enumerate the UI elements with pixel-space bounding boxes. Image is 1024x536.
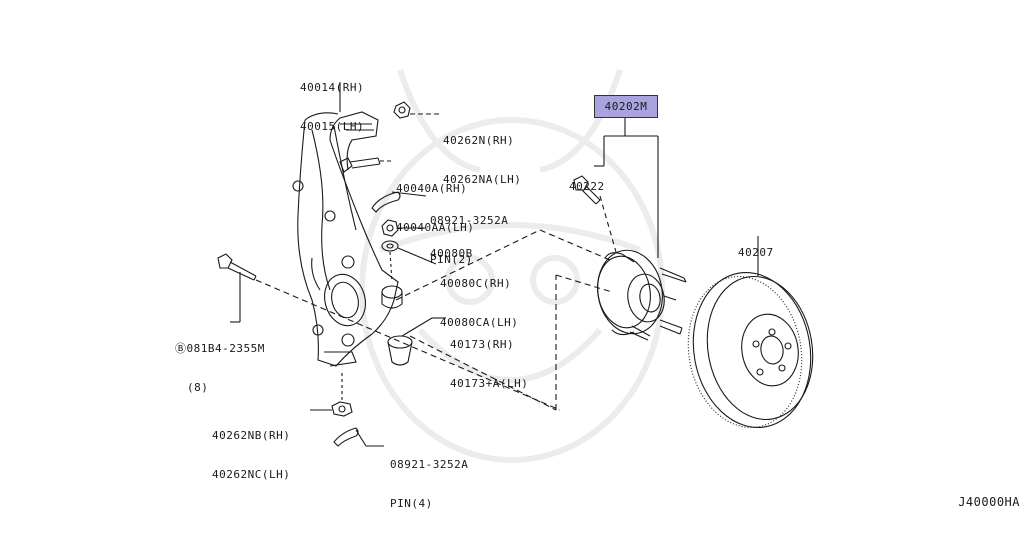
hub-bolt <box>573 175 601 205</box>
upper-nut <box>393 101 411 119</box>
callout-bushing-line2: 40173+A(LH) <box>450 377 529 390</box>
parts-diagram: 40014(RH) 40015(LH) 40262N(RH) 40262NA(L… <box>175 55 1020 510</box>
callout-bushing[interactable]: 40173(RH) 40173+A(LH) <box>450 312 528 416</box>
callout-upper-nut-line2: 40262NA(LH) <box>443 173 522 186</box>
diagram-drawing <box>217 69 814 463</box>
callout-knuckle[interactable]: 40014(RH) 40015(LH) <box>300 55 364 159</box>
brake-rotor <box>687 271 814 429</box>
callout-upper-nut[interactable]: 40262N(RH) 40262NA(LH) <box>443 108 521 212</box>
callout-lower-pin-line1: 08921-3252A <box>390 458 469 471</box>
callout-lower-nut-line1: 40262NB(RH) <box>212 429 291 442</box>
callout-hub-assembly-line1: 40202M <box>604 100 648 113</box>
assembly-bracket <box>594 117 659 258</box>
callout-bushing-line1: 40173(RH) <box>450 338 515 351</box>
callout-washer[interactable]: 40080C(RH) 40080CA(LH) <box>440 251 518 355</box>
lower-nut <box>331 401 353 417</box>
leader-lines <box>230 82 759 447</box>
callout-hub-assembly-highlighted[interactable]: 40202M <box>594 95 658 118</box>
washer <box>381 240 399 252</box>
callout-knuckle-line1: 40014(RH) <box>300 81 365 94</box>
callout-upper-bolt-line1: 40040A(RH) <box>396 182 468 195</box>
callout-upper-pin-line1: 08921-3252A <box>430 214 509 227</box>
callout-lower-nut[interactable]: 40262NB(RH) 40262NC(LH) <box>212 403 290 507</box>
callout-hub-bolt-line1: 40222 <box>569 180 605 193</box>
steering-knuckle <box>292 111 403 367</box>
diagram-id: J40000HA <box>958 495 1020 509</box>
left-bolt <box>217 253 257 281</box>
callout-hub-bolt[interactable]: 40222 <box>569 154 605 219</box>
callout-washer-line2: 40080CA(LH) <box>440 316 519 329</box>
hub-assembly <box>597 249 687 341</box>
callout-left-bolt-line1: Ⓑ081B4-2355M <box>175 342 265 355</box>
upper-cotter-pin <box>371 191 401 213</box>
callout-lower-pin-line2: PIN(4) <box>390 497 433 510</box>
callout-washer-line1: 40080C(RH) <box>440 277 512 290</box>
callout-left-bolt[interactable]: Ⓑ081B4-2355M (8) <box>175 316 265 420</box>
upper-bolt <box>339 157 381 173</box>
callout-nut-40080b-line1: 40080B <box>430 247 473 260</box>
callout-upper-nut-line1: 40262N(RH) <box>443 134 515 147</box>
nut-40080b <box>381 219 399 237</box>
callout-upper-bolt-line2: 40040AA(LH) <box>396 221 475 234</box>
bushing <box>387 335 413 366</box>
callout-lower-pin[interactable]: 08921-3252A PIN(4) <box>390 432 468 536</box>
lower-cotter-pin <box>333 427 359 447</box>
callout-upper-pin-line2: PIN(2) <box>430 253 473 266</box>
callout-rotor[interactable]: 40207 <box>738 220 774 285</box>
callout-lower-nut-line2: 40262NC(LH) <box>212 468 291 481</box>
callout-upper-pin[interactable]: 08921-3252A PIN(2) <box>430 188 508 292</box>
callout-upper-bolt[interactable]: 40040A(RH) 40040AA(LH) <box>396 156 474 260</box>
callout-knuckle-line2: 40015(LH) <box>300 120 365 133</box>
callout-nut-40080b[interactable]: 40080B <box>430 221 473 286</box>
callout-left-bolt-line2: (8) <box>187 381 209 394</box>
callout-rotor-line1: 40207 <box>738 246 774 259</box>
